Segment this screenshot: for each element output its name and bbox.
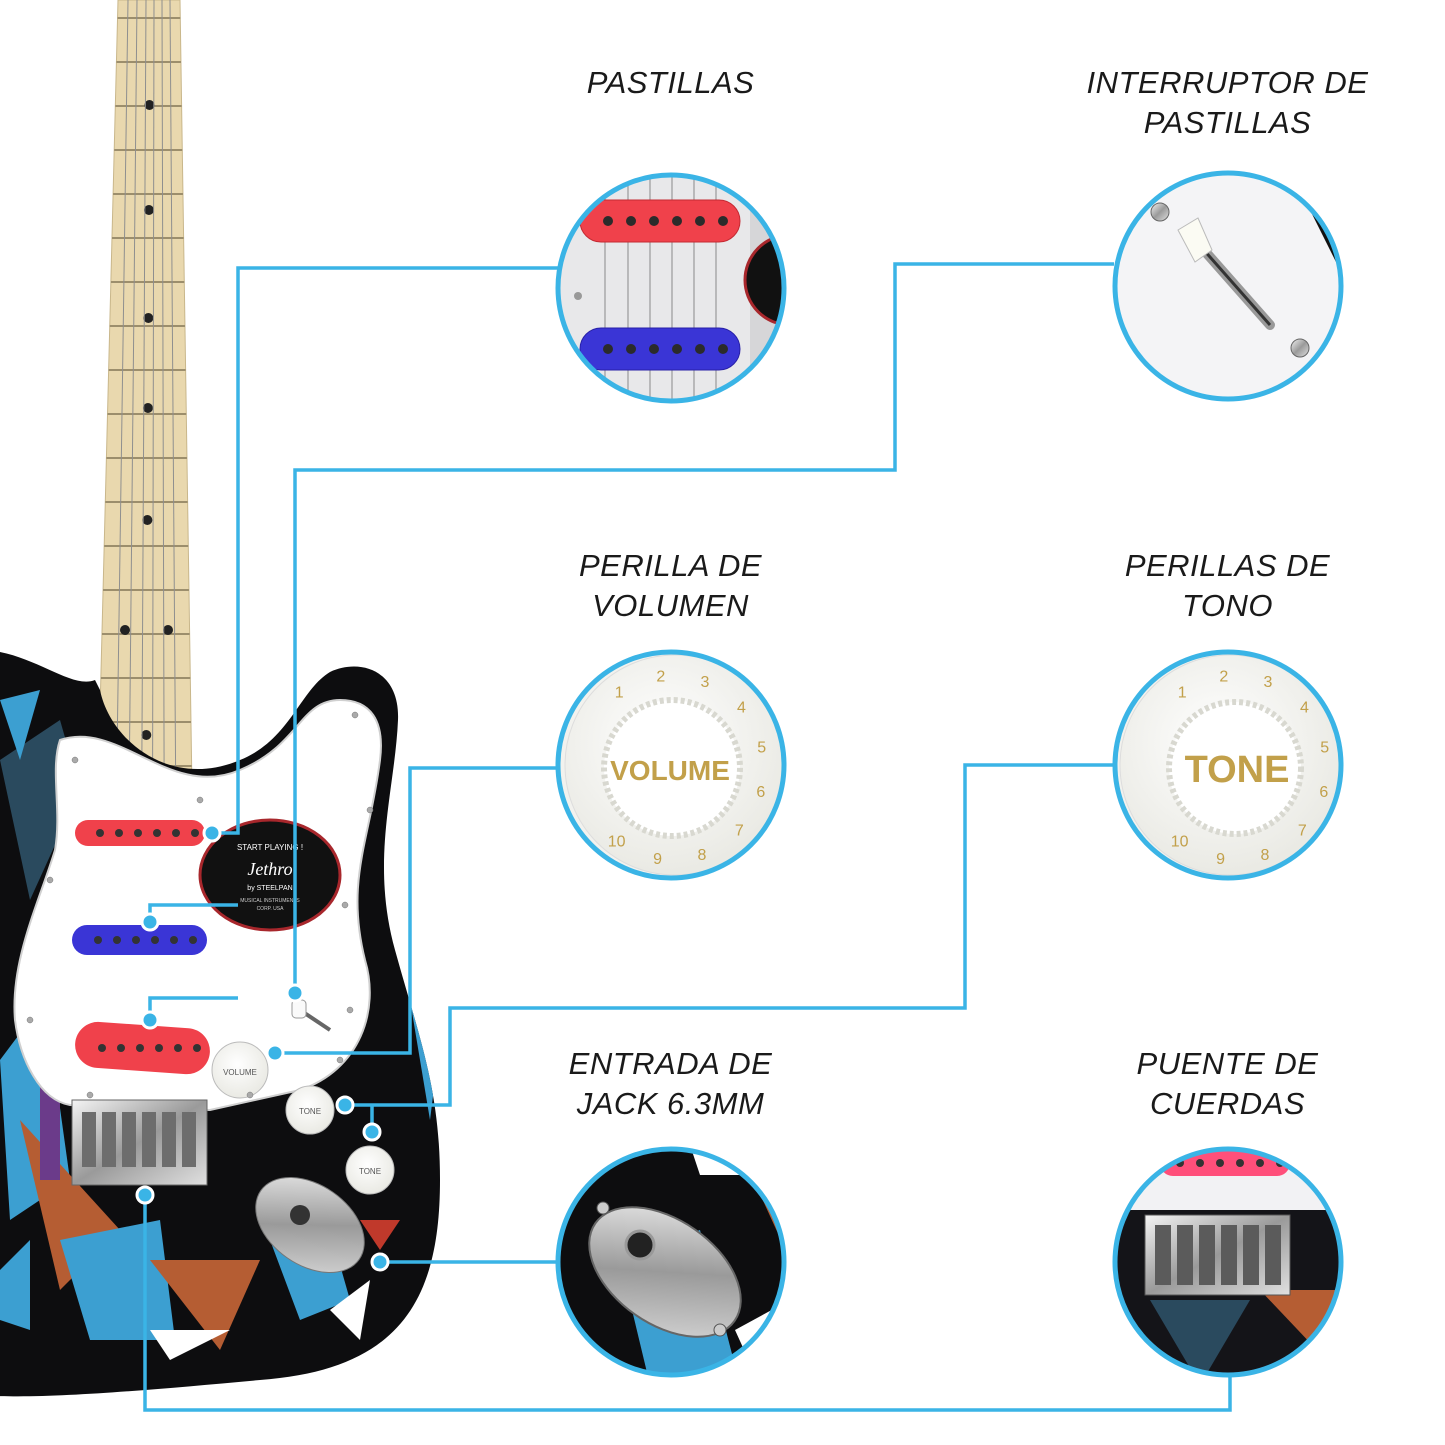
knob-number: 7 bbox=[1298, 823, 1307, 840]
brand-badge: START PLAYING ! Jethro by STEELPAN MUSIC… bbox=[198, 818, 342, 932]
label-jack-input: ENTRADA DE JACK 6.3MM bbox=[538, 1044, 803, 1124]
body-tone-text-1: TONE bbox=[299, 1107, 321, 1116]
body-jack bbox=[255, 1176, 365, 1274]
knob-number: 5 bbox=[757, 739, 766, 756]
knob-number: 6 bbox=[1319, 784, 1328, 801]
label-volume-knob-line-1: PERILLA DE bbox=[578, 548, 763, 583]
badge-text-3: by STEELPAN bbox=[247, 885, 292, 892]
body-tone-text-2: TONE bbox=[359, 1167, 381, 1176]
knob-number: 1 bbox=[1178, 685, 1187, 702]
label-tone-knobs: PERILLAS DE TONO bbox=[1095, 546, 1360, 626]
knob-number: 4 bbox=[737, 700, 746, 717]
label-jack-input-line-2: JACK 6.3MM bbox=[576, 1086, 765, 1121]
knob-number: 3 bbox=[1264, 674, 1273, 691]
knob-number: 3 bbox=[701, 674, 710, 691]
guitar: START PLAYING ! Jethro by STEELPAN MUSIC… bbox=[0, 0, 440, 1397]
connector-tone bbox=[345, 763, 1115, 1107]
volume-knob-text: VOLUME bbox=[610, 755, 730, 786]
label-pickups-line-1: PASTILLAS bbox=[586, 65, 755, 100]
body-volume-text: VOLUME bbox=[223, 1068, 257, 1077]
knob-number: 10 bbox=[608, 833, 626, 850]
label-volume-knob: PERILLA DE VOLUMEN bbox=[538, 546, 803, 626]
knob-number: 8 bbox=[697, 847, 706, 864]
knob-number: 7 bbox=[735, 823, 744, 840]
label-tone-knobs-line-1: PERILLAS DE bbox=[1124, 548, 1331, 583]
label-jack-input-line-1: ENTRADA DE bbox=[568, 1046, 773, 1081]
tone-knob-text: TONE bbox=[1185, 749, 1290, 791]
badge-text-4: MUSICAL INSTRUMENTS bbox=[240, 898, 300, 904]
body-pickups bbox=[72, 820, 210, 1075]
knob-number: 1 bbox=[615, 685, 624, 702]
knob-number: 5 bbox=[1320, 739, 1329, 756]
detail-pickups bbox=[555, 172, 787, 404]
label-tone-knobs-line-2: TONO bbox=[1182, 588, 1273, 623]
connector-volume bbox=[275, 766, 558, 1055]
connector-switch bbox=[293, 262, 1114, 993]
knob-number: 9 bbox=[653, 851, 662, 868]
detail-jack bbox=[555, 1146, 787, 1378]
label-string-bridge-line-1: PUENTE DE bbox=[1136, 1046, 1319, 1081]
knob-number: 10 bbox=[1171, 833, 1189, 850]
badge-text-2: Jethro bbox=[247, 859, 292, 879]
label-string-bridge: PUENTE DE CUERDAS bbox=[1095, 1044, 1360, 1124]
label-pickup-switch-line-2: PASTILLAS bbox=[1143, 105, 1312, 140]
label-volume-knob-line-2: VOLUMEN bbox=[592, 588, 749, 623]
knob-number: 9 bbox=[1216, 851, 1225, 868]
detail-volume-knob: VOLUME 1 2 3 4 5 6 7 8 9 10 bbox=[555, 649, 787, 881]
knob-number: 2 bbox=[1219, 669, 1228, 686]
connector-dots bbox=[135, 823, 390, 1272]
label-string-bridge-line-2: CUERDAS bbox=[1149, 1086, 1306, 1121]
label-pickup-switch-line-1: INTERRUPTOR DE bbox=[1086, 65, 1369, 100]
knob-number: 4 bbox=[1300, 700, 1309, 717]
connector-lines bbox=[143, 262, 1232, 1412]
badge-text-5: CORP. USA bbox=[257, 906, 285, 912]
connector-bridge bbox=[143, 1195, 1232, 1412]
body-bridge bbox=[71, 1099, 208, 1186]
knob-number: 6 bbox=[756, 784, 765, 801]
detail-bridge bbox=[1112, 1146, 1344, 1378]
guitar-neck bbox=[97, 0, 193, 1101]
knob-number: 2 bbox=[656, 669, 665, 686]
detail-tone-knob: TONE 1 2 3 4 5 6 7 8 9 10 bbox=[1112, 649, 1344, 881]
guitar-body: START PLAYING ! Jethro by STEELPAN MUSIC… bbox=[0, 652, 440, 1397]
label-pickups: PASTILLAS bbox=[548, 63, 793, 103]
badge-text-1: START PLAYING ! bbox=[237, 843, 303, 852]
connector-pickups bbox=[212, 266, 558, 835]
body-knobs: VOLUME TONE TONE bbox=[211, 1041, 395, 1195]
knob-number: 8 bbox=[1260, 847, 1269, 864]
label-pickup-switch: INTERRUPTOR DE PASTILLAS bbox=[1070, 63, 1385, 143]
detail-switch bbox=[1112, 170, 1344, 402]
